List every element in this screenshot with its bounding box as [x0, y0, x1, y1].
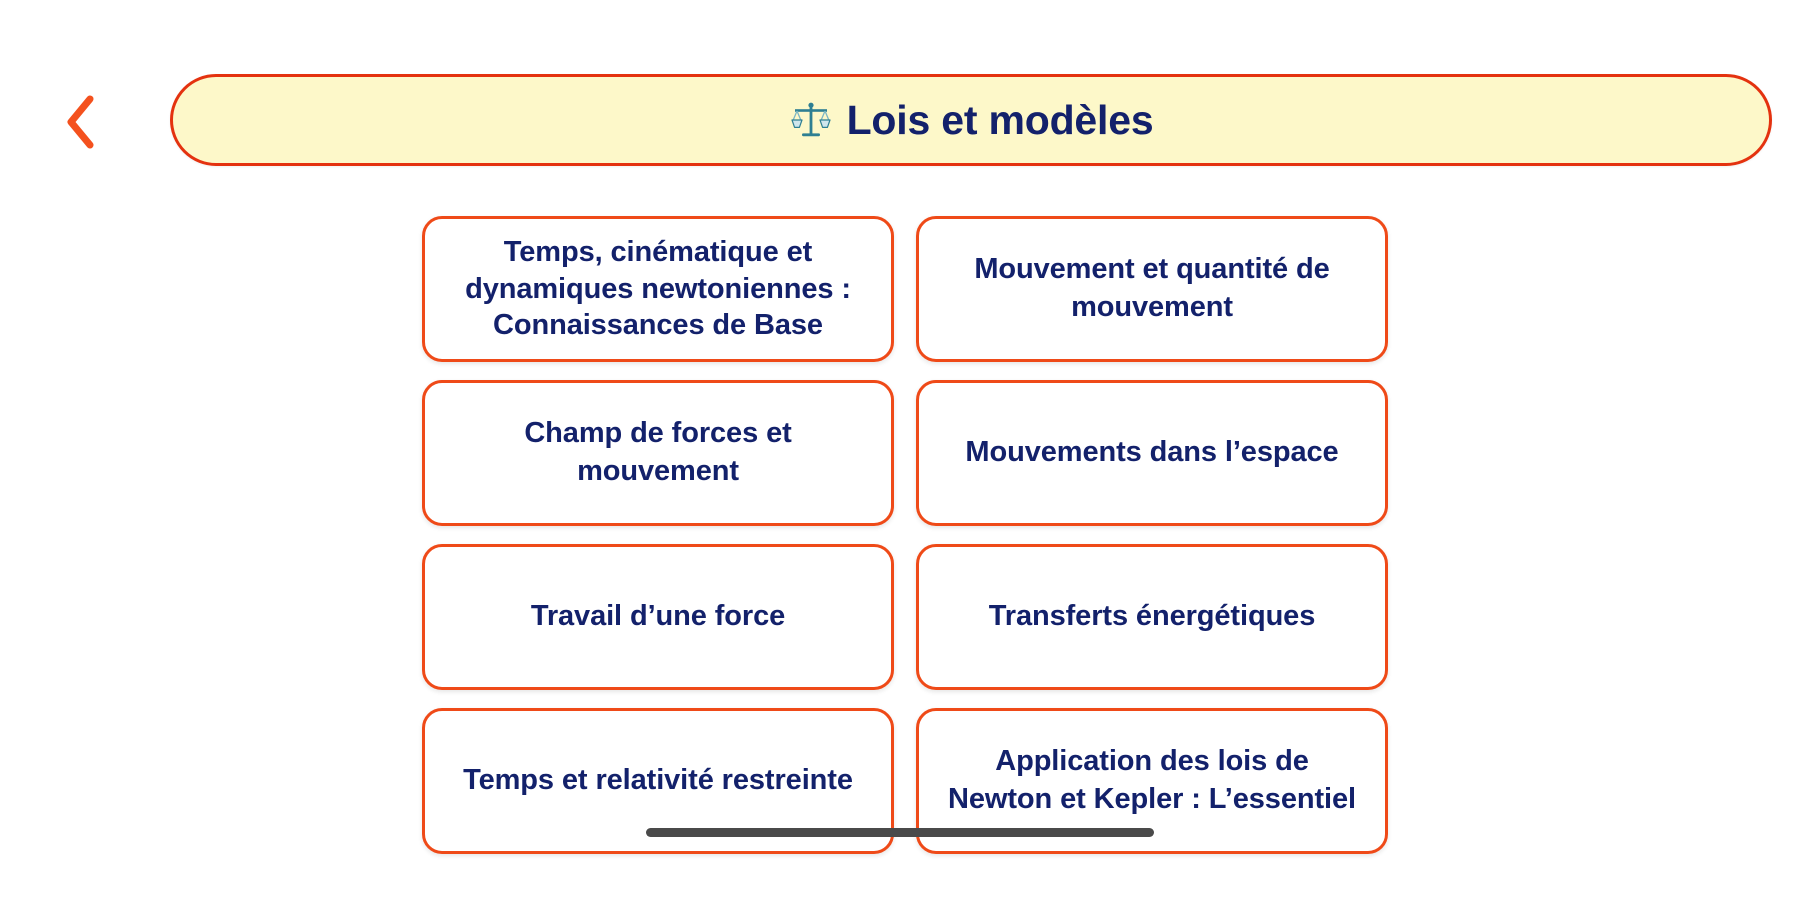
- topic-card-label: Mouvements dans l’espace: [965, 436, 1339, 469]
- page-title: Lois et modèles: [846, 96, 1154, 143]
- topic-card[interactable]: Transferts énergétiques: [916, 544, 1388, 690]
- topic-card[interactable]: Mouvements dans l’espace: [916, 380, 1388, 526]
- topic-card[interactable]: Temps, cinématique et dynamiques newtoni…: [422, 216, 894, 362]
- topic-card[interactable]: Travail d’une force: [422, 544, 894, 690]
- topic-card-label: Mouvement et quantité de mouvement: [974, 253, 1330, 323]
- topic-card-grid: Temps, cinématique et dynamiques newtoni…: [422, 216, 1418, 854]
- topic-card-label: Application des lois de Newton et Kepler…: [948, 745, 1356, 815]
- header-title-wrap: Lois et modèles: [789, 98, 1154, 142]
- back-button[interactable]: [48, 78, 112, 166]
- topic-card-label: Champ de forces et mouvement: [524, 417, 792, 487]
- home-indicator-bar[interactable]: [646, 828, 1154, 837]
- topic-card[interactable]: Champ de forces et mouvement: [422, 380, 894, 526]
- topic-card-label: Temps, cinématique et dynamiques newtoni…: [465, 236, 851, 342]
- topic-card-label: Travail d’une force: [530, 600, 786, 633]
- balance-scale-icon: [789, 98, 833, 142]
- header-row: Lois et modèles: [0, 74, 1800, 170]
- chevron-left-icon: [63, 95, 97, 149]
- header-title-bar[interactable]: Lois et modèles: [170, 74, 1772, 166]
- topic-card[interactable]: Mouvement et quantité de mouvement: [916, 216, 1388, 362]
- topic-card-label: Temps et relativité restreinte: [463, 764, 853, 797]
- topic-card-label: Transferts énergétiques: [988, 600, 1316, 633]
